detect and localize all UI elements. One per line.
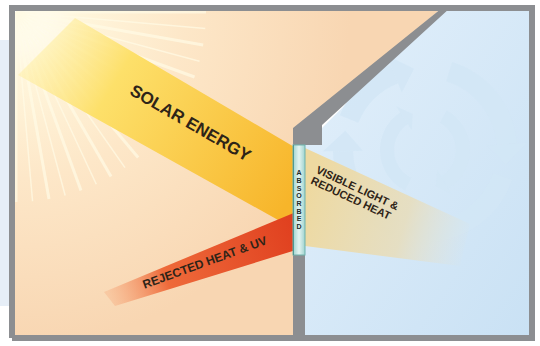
solar-energy-band: [18, 18, 296, 230]
window-glass: [293, 145, 305, 255]
visible-light-band: [305, 148, 470, 266]
film-box: ABSORBED: [293, 145, 305, 255]
circulation-arc: [380, 112, 411, 190]
circulation-arrowhead: [487, 143, 527, 165]
circulation-arrowhead: [436, 171, 452, 195]
roof-overhang: [293, 8, 450, 145]
sun-ray: [16, 12, 49, 199]
window-film: [293, 145, 294, 255]
circulation-arrowhead: [323, 131, 363, 152]
circulation-arrowhead: [396, 107, 412, 130]
wall: [293, 255, 305, 338]
house-frame: [12, 8, 532, 338]
rejected-heat-band: [104, 212, 296, 306]
absorbed-label: ABSORBED: [296, 169, 303, 231]
circulation-arc: [440, 111, 470, 189]
sun-ray: [16, 12, 33, 201]
room-interior: [305, 8, 532, 338]
